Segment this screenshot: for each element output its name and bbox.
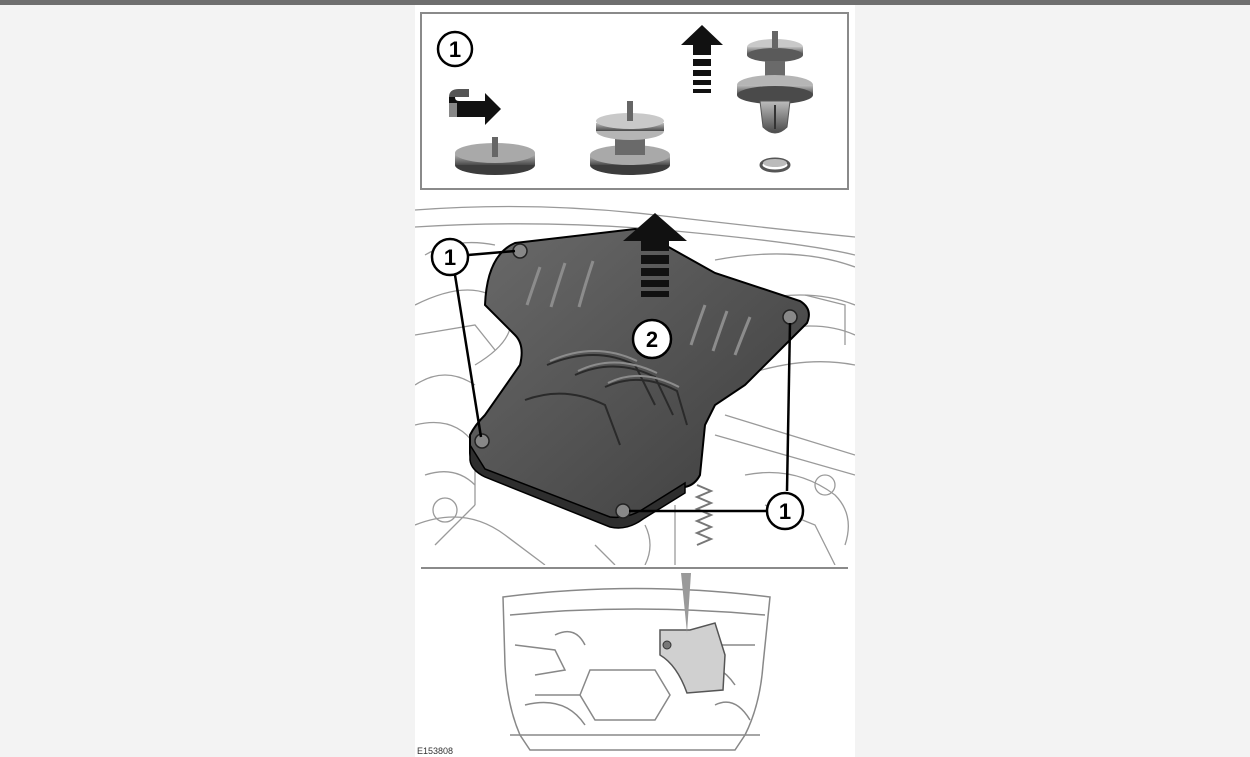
- upward-arrow-icon: [681, 25, 723, 93]
- callout-clip-panel: 1: [436, 30, 474, 68]
- coil-spring: [694, 484, 714, 546]
- callout-fastener-left-label: 1: [444, 245, 456, 270]
- callout-clip-panel-label: 1: [449, 37, 461, 62]
- push-clip-removed-icon: [737, 31, 813, 173]
- callout-fastener-right: 1: [765, 491, 805, 531]
- top-bar: [0, 0, 1250, 5]
- locator-pointer: [681, 573, 691, 633]
- rotate-arrow-icon: [449, 89, 501, 125]
- push-clip-icon: [455, 137, 535, 175]
- service-diagram: 1: [415, 5, 855, 757]
- engine-splash-shield: [469, 227, 810, 529]
- leader-lines: [453, 249, 792, 513]
- shield-ribs: [525, 260, 752, 356]
- figure-id: E153808: [417, 746, 454, 756]
- fastener-top-right: [782, 309, 798, 325]
- callout-fastener-left: 1: [430, 237, 470, 277]
- shield-location-highlight: [659, 622, 726, 694]
- clip-detail-panel: 1: [420, 12, 849, 190]
- vehicle-locator-view: [502, 573, 771, 751]
- diagram-canvas: 1: [415, 12, 855, 751]
- callout-lift: 2: [631, 318, 673, 360]
- vehicle-outline: [502, 587, 771, 751]
- fastener-bottom-left: [474, 433, 490, 449]
- fastener-top-left: [512, 243, 528, 259]
- lift-arrow-icon: [623, 213, 687, 297]
- callout-lift-label: 2: [646, 327, 658, 352]
- callout-fastener-right-label: 1: [779, 499, 791, 524]
- locator-fastener: [662, 640, 672, 650]
- engine-bay-view: 1 2 1: [415, 205, 855, 565]
- push-clip-raised-icon: [590, 101, 670, 175]
- fastener-bottom-right: [615, 503, 631, 519]
